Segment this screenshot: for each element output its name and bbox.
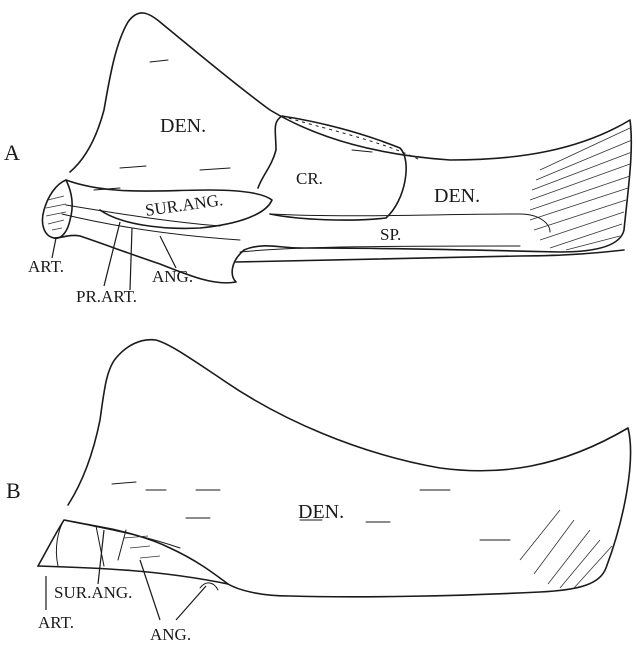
label-a-ang: ANG. (152, 267, 193, 286)
panel-a-suture (282, 116, 420, 160)
panel-a-splenial-line (270, 214, 550, 232)
label-b-den: DEN. (298, 501, 344, 523)
leader-a-ang (160, 236, 176, 268)
panel-b-lower-outline (38, 520, 228, 584)
label-a-pr-art: PR.ART. (76, 287, 137, 306)
label-b-art: ART. (38, 613, 74, 632)
leader-a-pr-art (104, 222, 120, 286)
leader-b-ang (140, 560, 160, 620)
label-a-sur-ang: SUR.ANG. (144, 190, 224, 220)
label-a-den-right: DEN. (434, 185, 480, 207)
label-a-cr: CR. (296, 169, 323, 188)
panel-a-tip-hatching (530, 128, 632, 250)
panel-b-tip-hatching (520, 510, 612, 588)
panel-a-letter: A (4, 140, 20, 165)
label-a-art: ART. (28, 257, 64, 276)
panel-a-coronoid-outline (258, 116, 406, 220)
panel-b-letter: B (6, 478, 21, 503)
panel-b-drawing (38, 340, 631, 597)
leader-a-art (52, 238, 56, 258)
label-b-sur-ang: SUR.ANG. (54, 583, 132, 602)
leader-a-pr-art-2 (130, 228, 132, 290)
label-b-ang: ANG. (150, 625, 191, 644)
panel-a-drawing (42, 13, 632, 283)
label-a-sp: SP. (380, 225, 401, 244)
leader-b-ang-2 (176, 586, 206, 620)
label-a-den-upper: DEN. (160, 115, 206, 137)
panel-a-articular-outline (42, 180, 72, 238)
